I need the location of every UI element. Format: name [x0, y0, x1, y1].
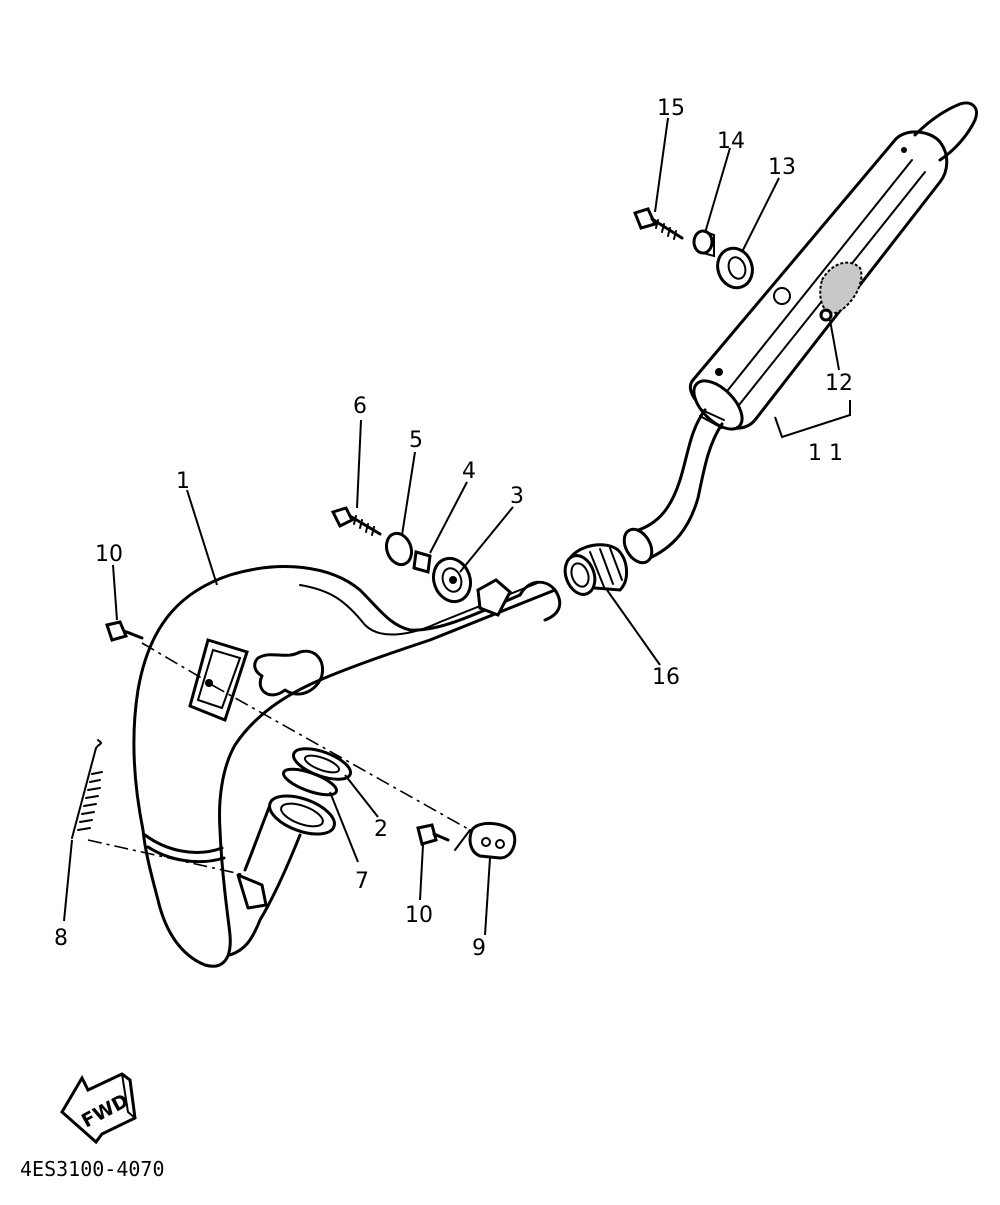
- collar-4: [412, 550, 432, 574]
- gasket-2: [292, 747, 352, 781]
- mount-bolt-6: [330, 506, 382, 536]
- leader-lines: [63, 117, 851, 936]
- callout-2: 2: [374, 817, 388, 842]
- drawing-code: 4ES3100-4070: [20, 1157, 165, 1181]
- callout-4: 4: [462, 459, 476, 484]
- bolt-15: [633, 207, 684, 240]
- o-ring-7: [282, 767, 338, 797]
- callout-1: 1: [176, 469, 190, 494]
- collar-14: [692, 229, 715, 258]
- washer-5: [384, 531, 414, 567]
- assembly-lines: [87, 642, 471, 876]
- bracket-9: [454, 822, 517, 860]
- callouts: 1 2 3 4 5 6 7 8 9 10 10 1 1 12 13 14 15 …: [54, 96, 853, 961]
- callout-11: 1 1: [808, 441, 843, 466]
- callout-10-upper: 10: [95, 542, 123, 567]
- silencer: [622, 101, 978, 565]
- callout-6: 6: [353, 394, 367, 419]
- callout-7: 7: [355, 869, 369, 894]
- callout-9: 9: [472, 936, 486, 961]
- joint: [563, 543, 628, 596]
- callout-12: 12: [825, 371, 853, 396]
- callout-14: 14: [717, 129, 745, 154]
- callout-15: 15: [657, 96, 685, 121]
- callout-13: 13: [768, 155, 796, 180]
- callout-3: 3: [510, 484, 524, 509]
- callout-5: 5: [409, 428, 423, 453]
- damper-13: [716, 246, 754, 290]
- bolt-10-lower: [416, 823, 450, 846]
- fwd-arrow-icon: FWD: [60, 1072, 137, 1145]
- expansion-chamber: [132, 565, 562, 968]
- bolt-10-upper: [105, 620, 144, 642]
- callout-10-lower: 10: [405, 903, 433, 928]
- spring-8: [71, 739, 103, 839]
- callout-8: 8: [54, 926, 68, 951]
- callout-16: 16: [652, 665, 680, 690]
